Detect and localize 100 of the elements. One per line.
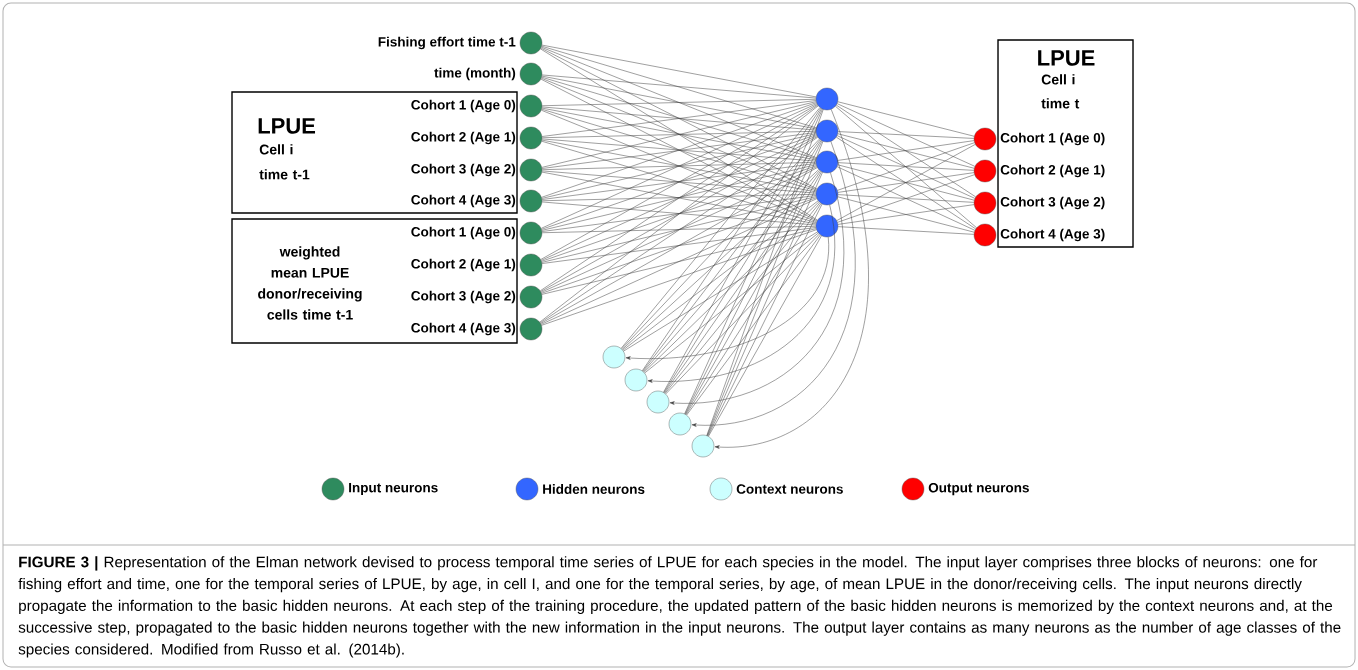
context-neuron: [624, 368, 648, 392]
connection-line: [836, 103, 976, 167]
connection-line: [669, 172, 845, 405]
connection-line: [541, 76, 817, 160]
neuron-label: Cohort 2 (Age 1): [1000, 164, 1105, 178]
connection-line: [837, 162, 975, 171]
connection-line: [644, 232, 819, 374]
connection-line: [541, 131, 817, 138]
connection-line: [837, 164, 975, 201]
panel-text: weighted mean LPUE donor/receiving cells time t-1: [258, 246, 362, 320]
connection-line: [541, 107, 817, 161]
connection-line: [541, 162, 817, 170]
connection-line: [541, 77, 817, 191]
connection-line: [541, 99, 817, 106]
connection-line: [541, 100, 817, 137]
connection-line: [837, 133, 975, 169]
panel-text: Cell i time t: [1041, 74, 1080, 109]
panel-heading: LPUE: [258, 118, 315, 134]
connection-line: [686, 234, 821, 416]
context-neuron: [646, 390, 670, 414]
neuron-label: time (month): [434, 67, 516, 81]
connection-line: [541, 46, 817, 159]
connection-line: [708, 235, 822, 437]
connection-line: [541, 165, 817, 262]
connection-line: [540, 166, 818, 293]
legend-label: Context neurons: [736, 484, 843, 494]
hidden-neuron: [815, 182, 839, 206]
connection-line: [837, 131, 975, 139]
connection-line: [540, 135, 818, 261]
panel-heading: LPUE: [1038, 50, 1095, 66]
legend-label: Input neurons: [349, 482, 438, 496]
connection-line: [541, 170, 817, 194]
connection-line: [540, 78, 818, 222]
connection-line: [541, 139, 817, 193]
connection-line: [541, 201, 817, 226]
connection-line: [836, 166, 976, 231]
connection-line: [691, 141, 856, 427]
connection-line: [622, 169, 819, 350]
connection-line: [541, 229, 817, 326]
connection-line: [540, 104, 818, 260]
hidden-neuron: [815, 150, 839, 174]
connection-line: [837, 196, 975, 233]
hidden-neuron: [815, 119, 839, 143]
neuron-label: Cohort 3 (Age 2): [411, 163, 516, 177]
connection-line: [541, 75, 817, 130]
connection-line: [541, 196, 817, 263]
connection-line: [623, 231, 818, 352]
connection-line: [541, 195, 817, 232]
neuron-label: Fishing effort time t-1: [378, 36, 516, 50]
neuron-label: Cohort 1 (Age 0): [1000, 132, 1105, 146]
connection-line: [541, 197, 817, 294]
context-neuron: [668, 412, 692, 436]
connection-line: [541, 132, 817, 169]
neuron-label: Cohort 1 (Age 0): [411, 226, 516, 240]
connection-line: [714, 109, 869, 449]
connection-line: [541, 228, 817, 295]
connection-line: [647, 204, 835, 383]
connection-line: [540, 47, 818, 190]
neuron-label: Cohort 1 (Age 0): [411, 99, 516, 113]
connection-line: [835, 106, 977, 228]
connection-line: [541, 74, 817, 99]
connection-line: [541, 164, 817, 231]
legend-label: Output neurons: [928, 482, 1029, 496]
connection-line: [540, 136, 818, 292]
connection-line: [625, 236, 829, 360]
connection-line: [541, 138, 817, 162]
hidden-neuron: [815, 87, 839, 111]
connection-line: [665, 233, 820, 395]
connection-line: [540, 167, 818, 324]
neuron-label: Cohort 4 (Age 3): [411, 322, 516, 336]
neuron-label: Cohort 3 (Age 2): [1000, 196, 1105, 210]
connection-line: [541, 163, 817, 200]
connection-line: [836, 144, 976, 221]
neuron-label: Cohort 4 (Age 3): [1000, 228, 1105, 242]
connection-line: [540, 198, 818, 325]
connection-line: [837, 204, 975, 225]
connection-line: [541, 44, 817, 98]
neuron-label: Cohort 3 (Age 2): [411, 290, 516, 304]
context-neuron: [691, 434, 715, 458]
connection-line: [541, 133, 817, 199]
neuron-label: Cohort 2 (Age 1): [411, 258, 516, 272]
connection-line: [837, 172, 975, 193]
connection-line: [837, 194, 975, 203]
figure-caption: FIGURE 3 | Representation of the Elman network devised to process temporal time series of LPUE for each species in the model. The input layer comprises three blocks of neurons: one for fishing effort and time, one for the temporal series of LPUE, by age, in cell I, and one for the temporal series, by age, of mean LPUE in the donor/receiving cells. The input neurons directly propagate the information to the basic hidden neurons. At each step of the training procedure, the updated pattern of the basic hidden neurons is memorized by the context neurons and, at the successive step, propagated to the basic hidden neurons together with the new information in the input neurons. The output layer contains as many neurons as the number of age classes of the species considered. Modified from Russo et al. (2014b).: [18, 556, 1341, 658]
neuron-label: Cohort 2 (Age 1): [411, 131, 516, 145]
connection-line: [837, 140, 975, 161]
panel-text: Cell i time t-1: [259, 144, 310, 180]
connection-line: [541, 227, 817, 264]
connection-line: [837, 101, 975, 137]
connection-line: [836, 136, 976, 230]
connection-line: [541, 226, 817, 233]
connection-line: [541, 171, 817, 225]
connection-line: [837, 142, 975, 191]
connection-line: [836, 104, 976, 198]
connection-line: [837, 174, 975, 223]
hidden-neuron: [815, 214, 839, 238]
connection-line: [540, 48, 818, 221]
legend-label: Hidden neurons: [543, 484, 645, 494]
connection-line: [836, 135, 976, 199]
context-neuron: [602, 345, 626, 369]
